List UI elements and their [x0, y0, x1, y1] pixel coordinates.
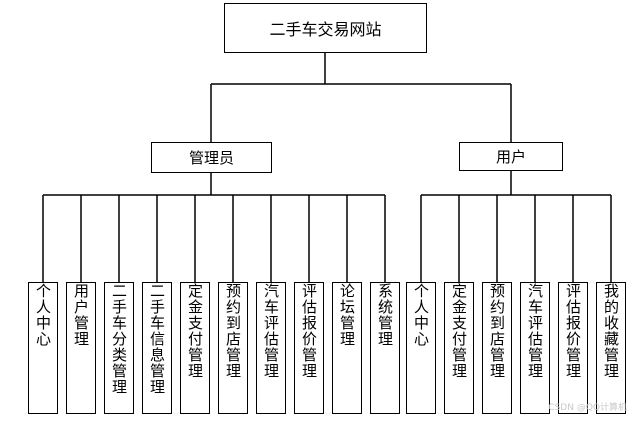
admin-module-4: 二手车信息管理 [142, 282, 172, 414]
user-module-5: 评估报价管理 [558, 282, 588, 414]
admin-node-label: 管理员 [188, 149, 234, 167]
admin-module-label: 定金支付管理 [186, 283, 204, 379]
admin-module-label: 评估报价管理 [300, 283, 318, 379]
admin-module-10: 系统管理 [370, 282, 400, 414]
admin-module-label: 汽车评估管理 [262, 283, 280, 379]
admin-module-label: 二手车信息管理 [148, 283, 166, 395]
user-module-label: 汽车评估管理 [526, 283, 544, 379]
admin-module-6: 预约到店管理 [218, 282, 248, 414]
admin-module-3: 二手车分类管理 [104, 282, 134, 414]
admin-module-9: 论坛管理 [332, 282, 362, 414]
root-node: 二手车交易网站 [224, 3, 427, 53]
user-module-6: 我的收藏管理 [596, 282, 626, 414]
admin-module-5: 定金支付管理 [180, 282, 210, 414]
watermark: CSDN @QQ计算机 [548, 403, 627, 413]
user-module-label: 定金支付管理 [450, 283, 468, 379]
admin-module-8: 评估报价管理 [294, 282, 324, 414]
admin-module-label: 二手车分类管理 [110, 283, 128, 395]
admin-module-label: 系统管理 [376, 283, 394, 347]
user-node-label: 用户 [495, 148, 526, 166]
user-module-label: 预约到店管理 [488, 283, 506, 379]
user-module-1: 个人中心 [406, 282, 436, 414]
root-node-label: 二手车交易网站 [269, 20, 382, 39]
admin-module-label: 论坛管理 [338, 283, 356, 347]
user-node: 用户 [459, 142, 563, 171]
admin-module-label: 个人中心 [34, 283, 52, 347]
admin-module-label: 用户管理 [72, 283, 90, 347]
user-module-label: 我的收藏管理 [602, 283, 620, 379]
user-module-2: 定金支付管理 [444, 282, 474, 414]
user-module-4: 汽车评估管理 [520, 282, 550, 414]
admin-node: 管理员 [151, 142, 272, 173]
admin-module-1: 个人中心 [28, 282, 58, 414]
user-module-3: 预约到店管理 [482, 282, 512, 414]
user-module-label: 个人中心 [412, 283, 430, 347]
admin-module-2: 用户管理 [66, 282, 96, 414]
admin-module-label: 预约到店管理 [224, 283, 242, 379]
admin-module-7: 汽车评估管理 [256, 282, 286, 414]
user-module-label: 评估报价管理 [564, 283, 582, 379]
